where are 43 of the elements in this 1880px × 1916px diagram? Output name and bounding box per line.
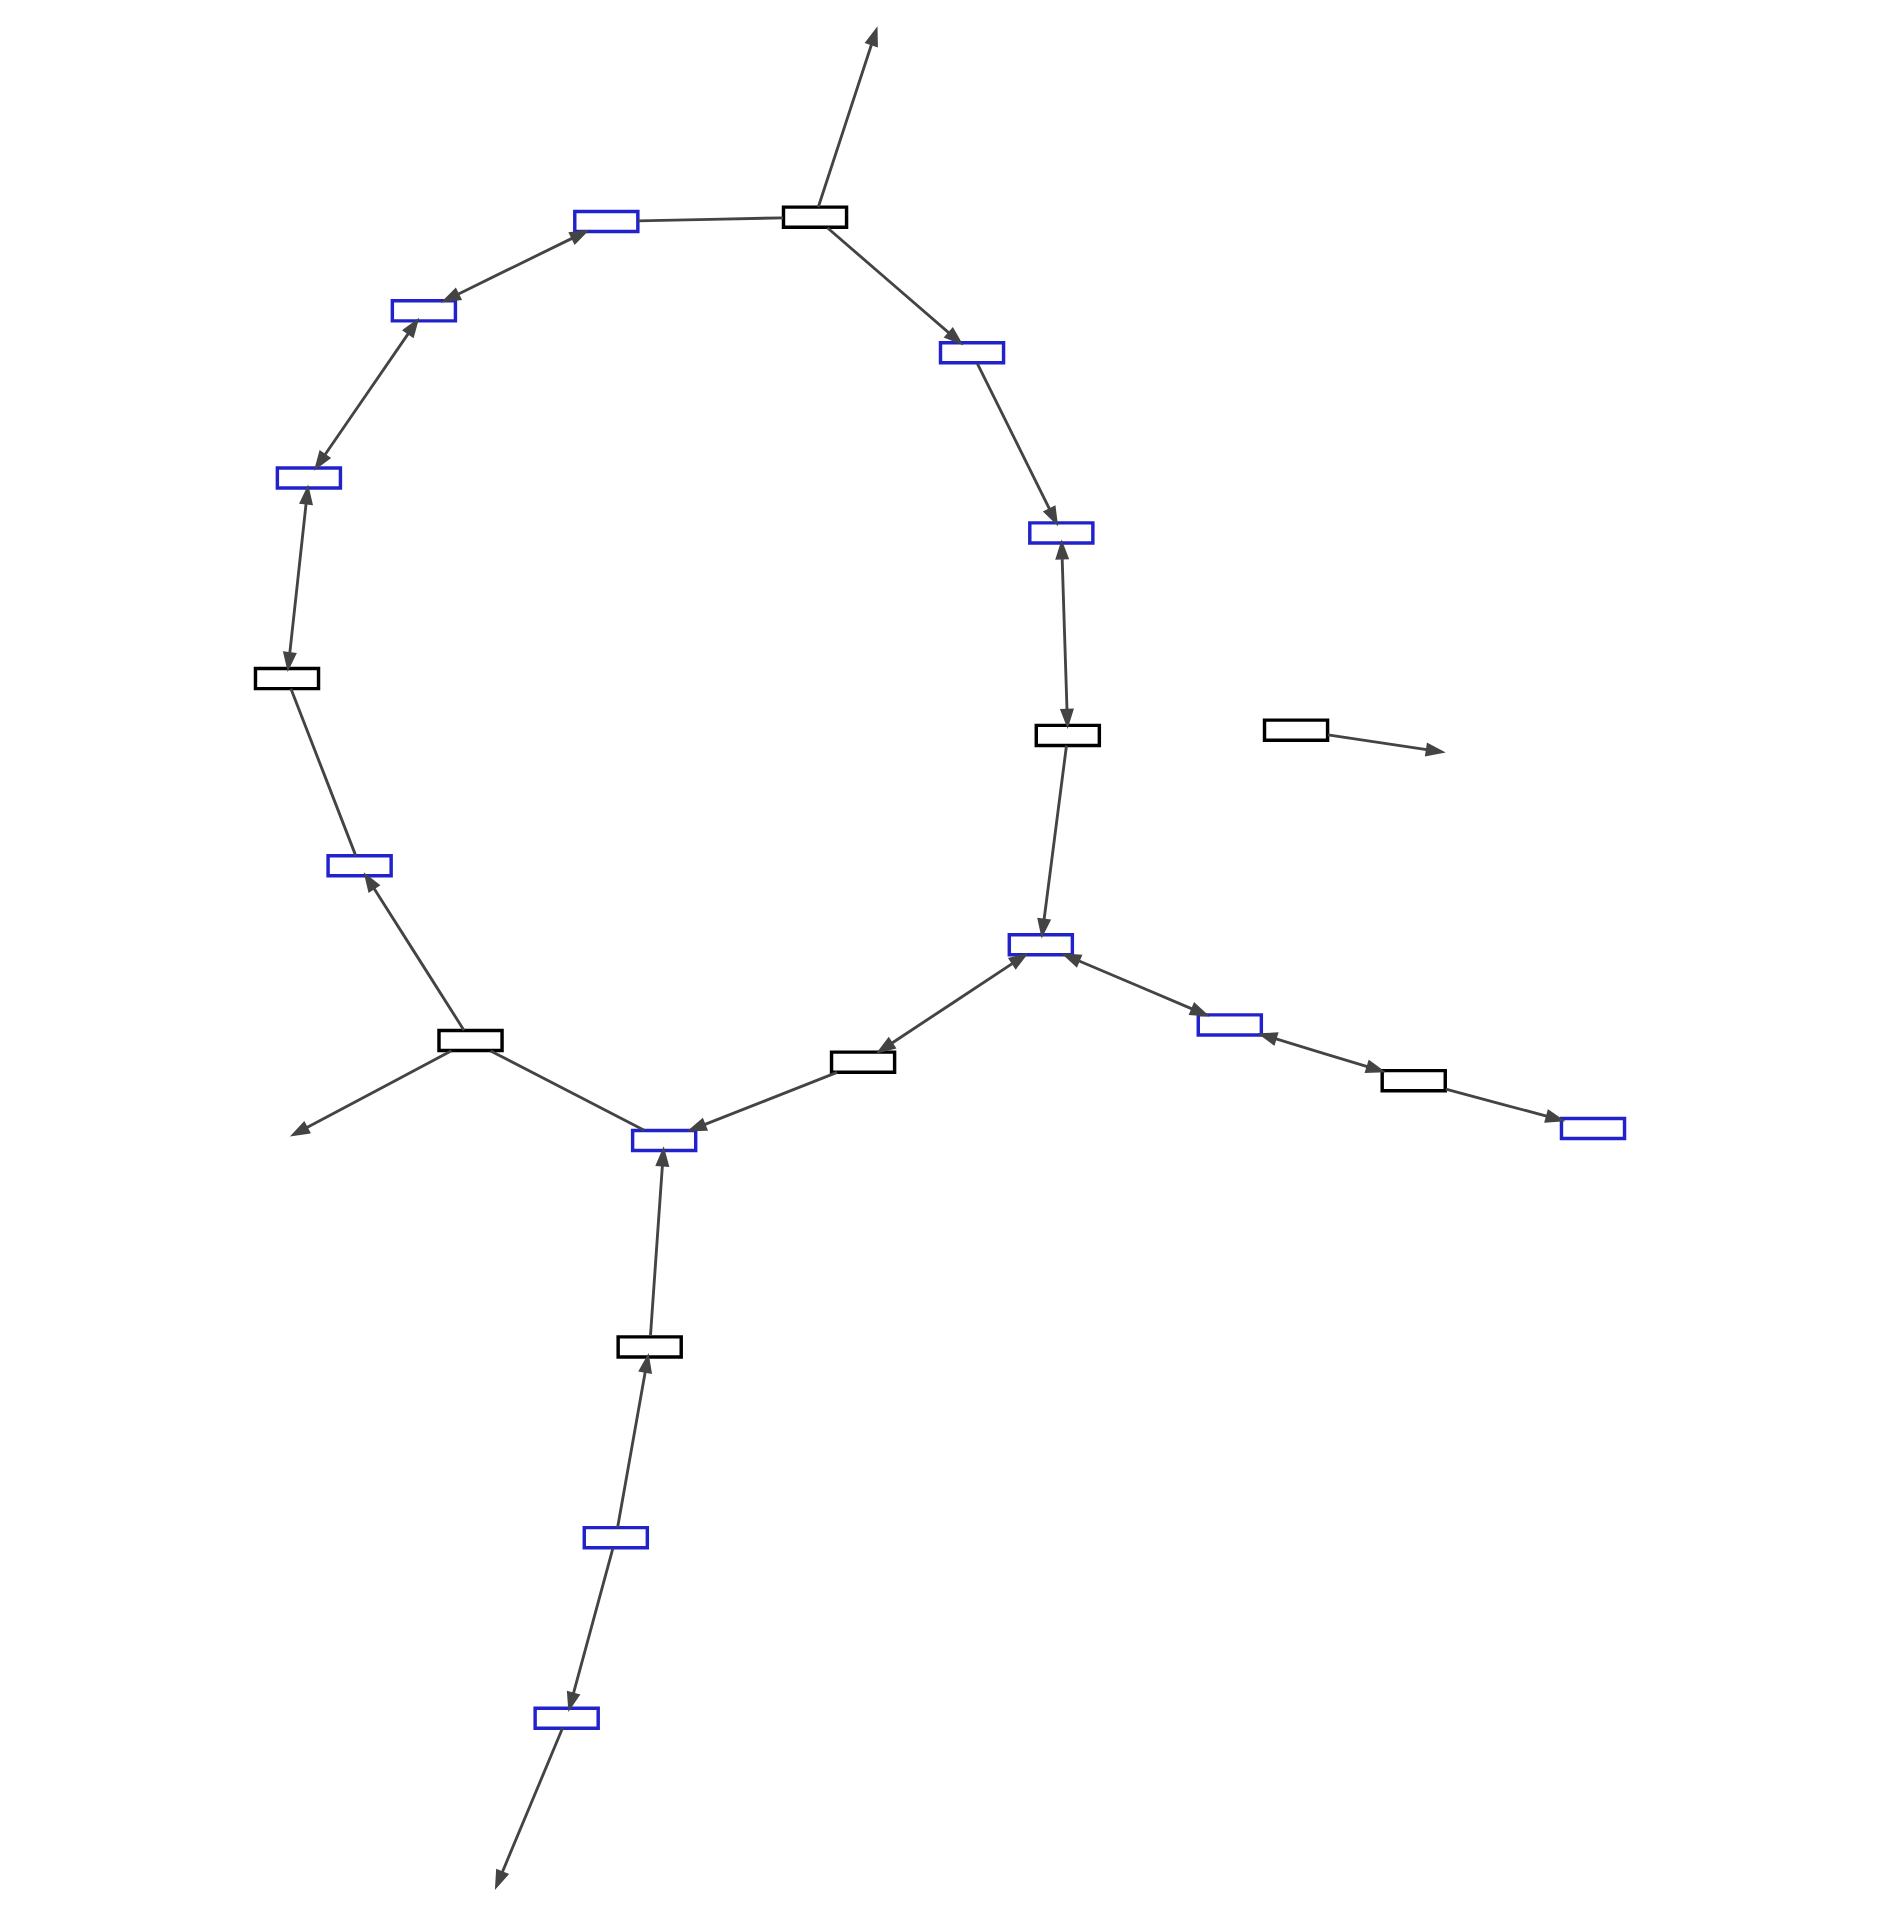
- arrow: [1055, 539, 1074, 729]
- node-box: [390, 299, 458, 323]
- arrow: [363, 872, 466, 1031]
- node-box: [533, 1706, 600, 1730]
- arrow: [826, 226, 964, 346]
- arrow: [616, 1352, 653, 1528]
- node-box: [616, 1335, 683, 1359]
- node-box: [1007, 932, 1075, 957]
- arrow: [494, 1727, 564, 1890]
- arrow: [649, 1146, 670, 1336]
- arrow: [1257, 1032, 1386, 1074]
- node-box: [630, 1128, 698, 1153]
- arrow: [816, 26, 878, 208]
- arrow: [440, 229, 590, 303]
- node-box: [326, 853, 393, 878]
- node-box: [1262, 718, 1330, 742]
- node-box: [938, 341, 1006, 365]
- node-box: [829, 1050, 897, 1074]
- node-box: [253, 666, 321, 691]
- arrow: [686, 1071, 838, 1132]
- node-box: [437, 1028, 504, 1053]
- node-box: [781, 205, 849, 229]
- arrow: [282, 484, 313, 673]
- node-box: [1034, 723, 1102, 748]
- arrow: [1445, 1087, 1566, 1123]
- node-box: [275, 466, 343, 490]
- arrow: [289, 1049, 453, 1137]
- node-box: [573, 209, 640, 234]
- node-box: [582, 1525, 650, 1550]
- node-box: [1196, 1013, 1264, 1037]
- arrow: [1037, 745, 1068, 939]
- node-box: [1559, 1116, 1627, 1141]
- arrow: [1061, 953, 1210, 1017]
- arrow: [1327, 733, 1446, 757]
- arrow: [875, 952, 1029, 1054]
- connector: [490, 1049, 645, 1132]
- arrow: [566, 1548, 615, 1712]
- connector: [289, 688, 358, 857]
- node-box: [1028, 521, 1095, 545]
- node-box: [1380, 1068, 1447, 1093]
- connector: [638, 216, 784, 223]
- arrow: [976, 362, 1059, 527]
- arrow: [313, 317, 420, 471]
